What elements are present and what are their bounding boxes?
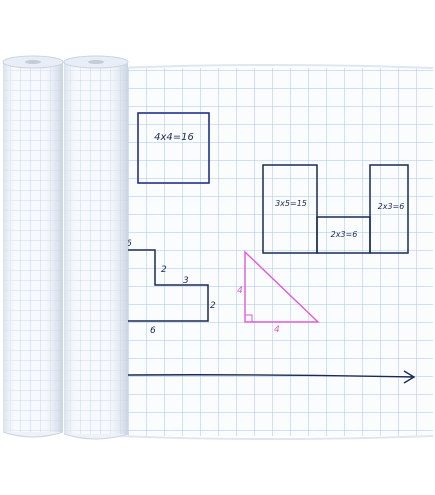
square-label: 4x4=16 — [154, 132, 194, 143]
drawn-square-4x4: 4x4=16 — [137, 112, 210, 184]
shape-side-bottom: 6 — [150, 326, 156, 336]
triangle-height: 4 — [237, 286, 243, 296]
rect-b-label: 2x3=6 — [331, 230, 358, 239]
drawn-step-shape: 2 3 2 6 6 — [126, 239, 216, 336]
drawn-rectangles-group: 3x5=15 2x3=6 2x3=6 — [262, 164, 409, 254]
hand-drawn-arrow — [127, 370, 416, 384]
drawn-triangle: 4 4 — [237, 250, 320, 335]
shape-side-top: 2 — [161, 265, 167, 275]
shape-side-mid: 3 — [183, 276, 189, 286]
shape-side-right: 2 — [210, 301, 216, 311]
paper-roll-left — [2, 55, 64, 438]
triangle-base: 4 — [274, 325, 280, 335]
grid-sheet — [117, 64, 434, 440]
rect-a-label: 3x5=15 — [275, 199, 307, 208]
rect-c-label: 2x3=6 — [378, 202, 405, 211]
shape-side-left: 6 — [126, 239, 132, 249]
paper-roll-right — [63, 55, 129, 440]
